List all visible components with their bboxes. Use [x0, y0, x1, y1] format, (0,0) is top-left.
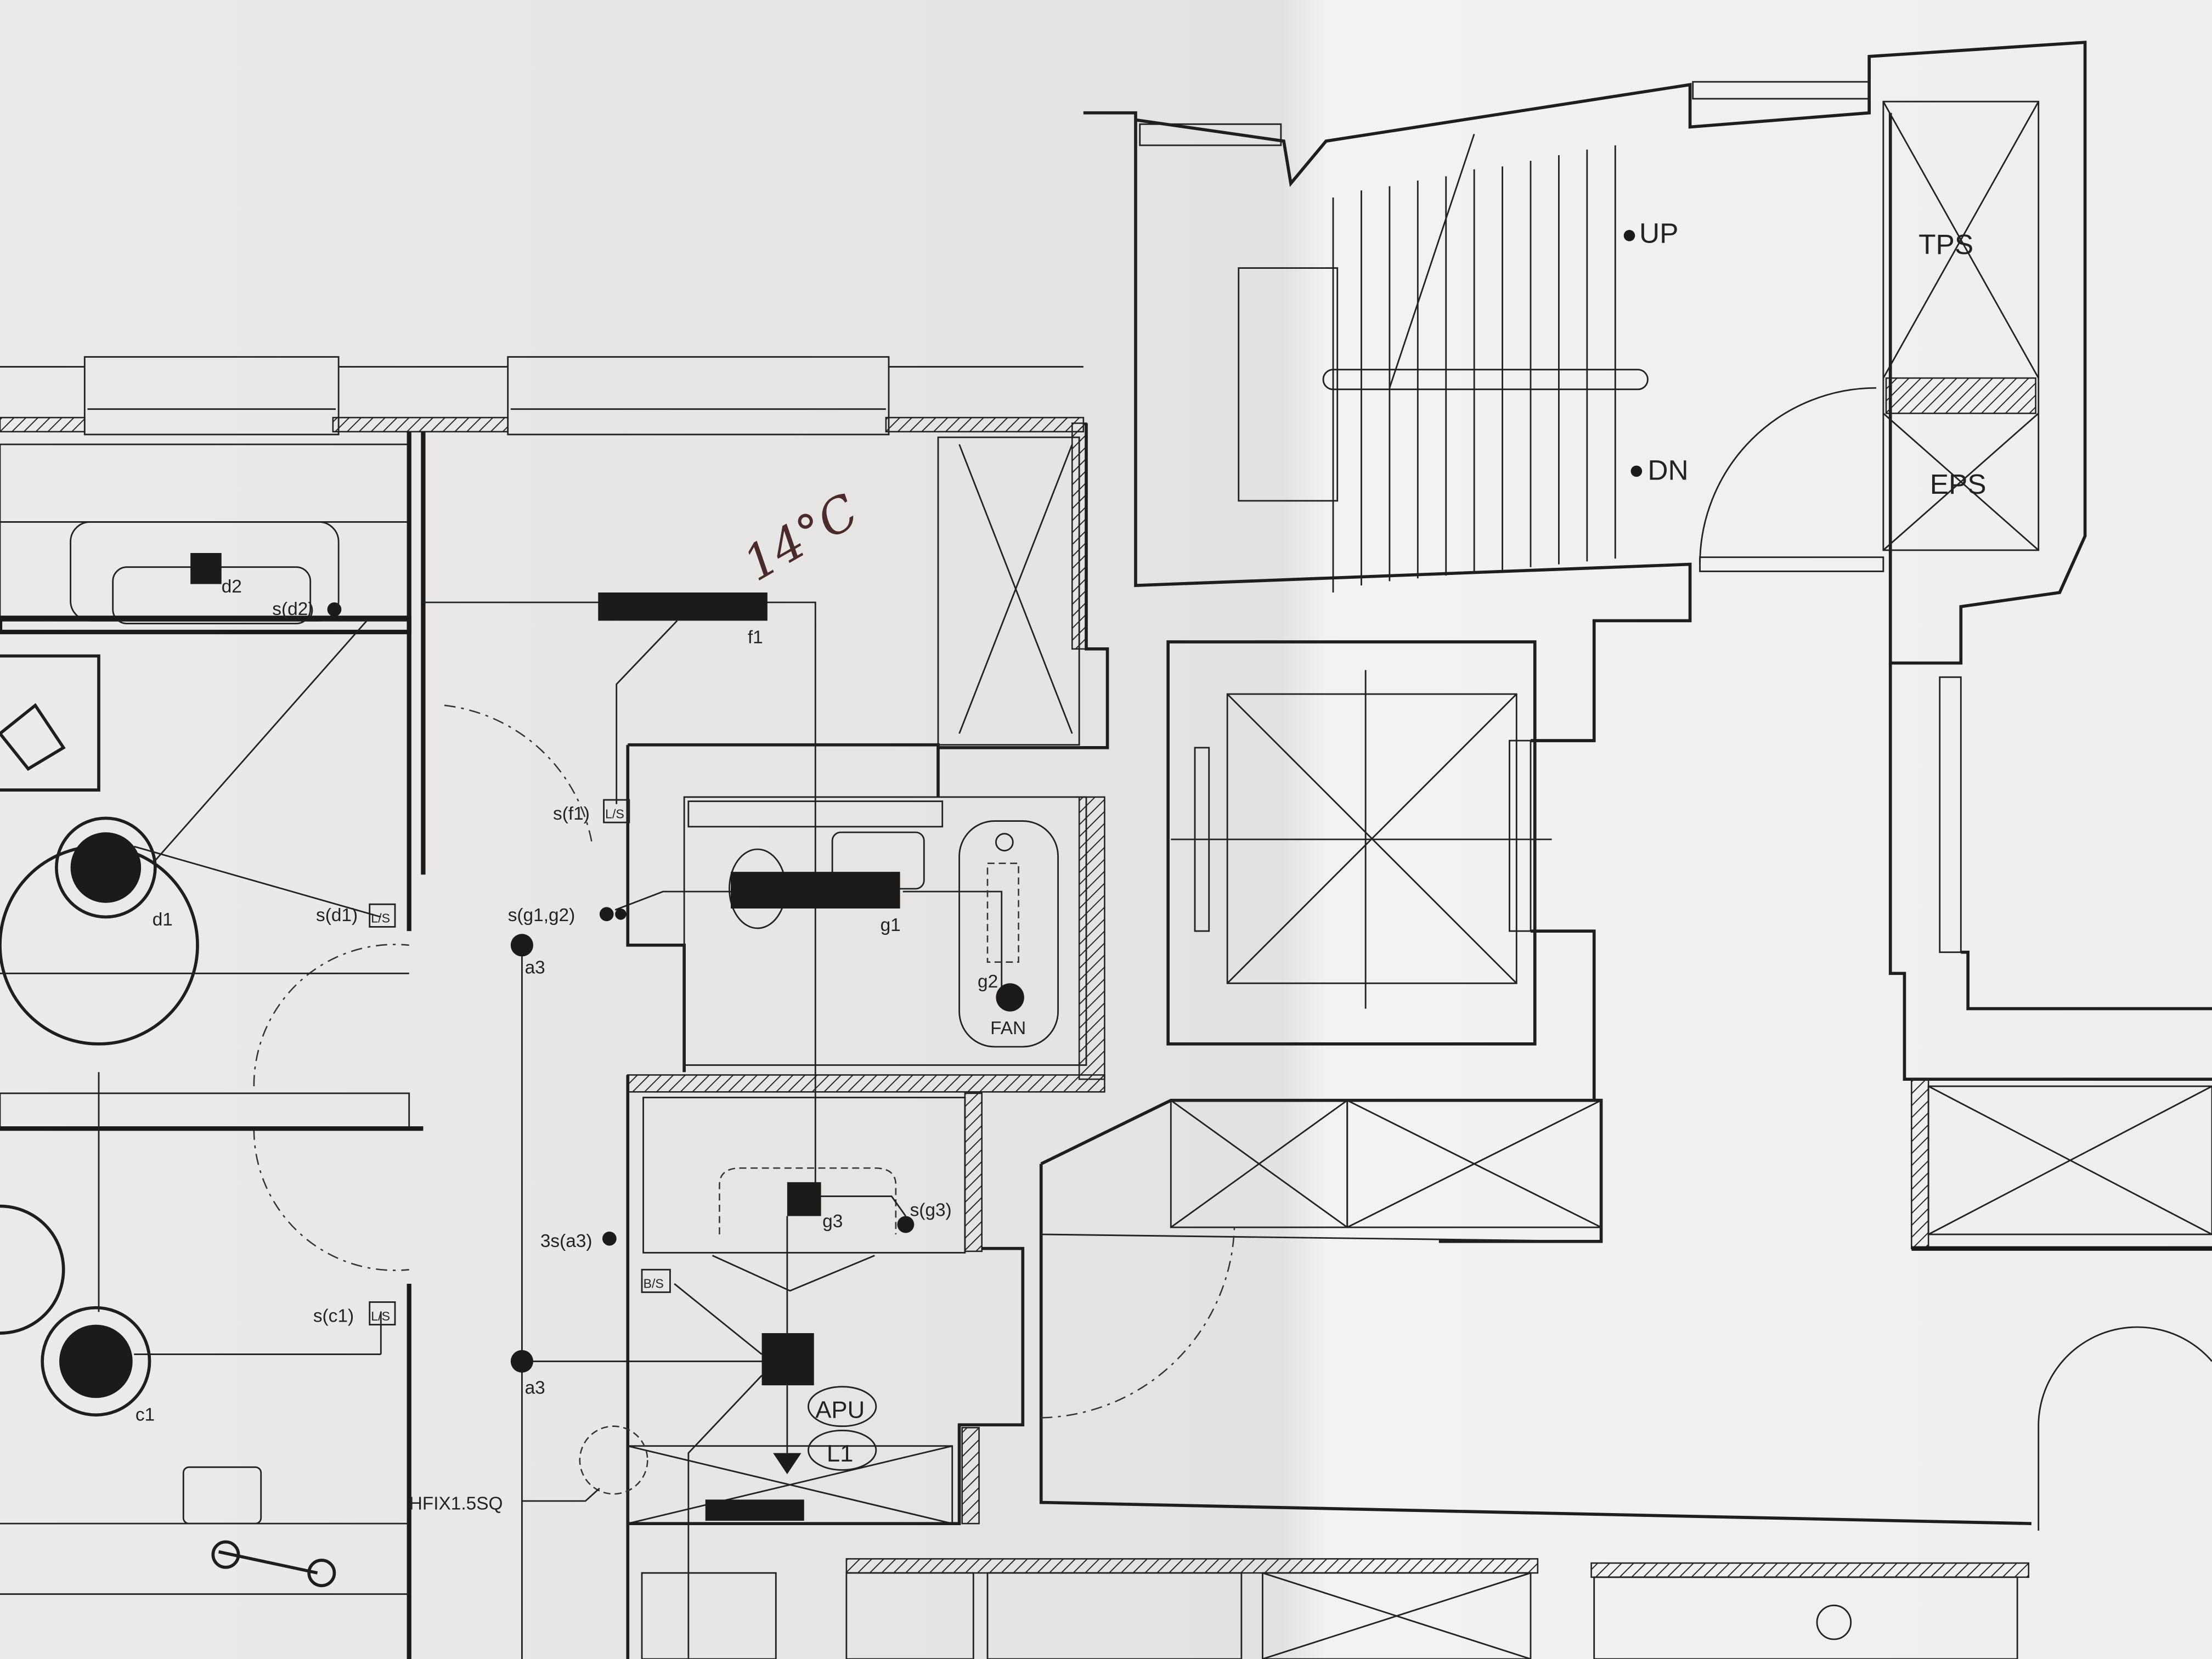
- fixture-c1: c1: [136, 1404, 155, 1425]
- ls-label-f1: L/S: [605, 806, 624, 821]
- stair-up-label: UP: [1639, 217, 1678, 249]
- l1-label: L1: [827, 1440, 854, 1467]
- apu-label: APU: [815, 1396, 865, 1423]
- wiring-left: [423, 601, 1003, 1659]
- switch-s-g3: s(g3): [910, 1200, 952, 1221]
- switch-3s-a3: 3s(a3): [540, 1231, 592, 1251]
- left-rooms: [0, 431, 594, 1659]
- bs-label: B/S: [644, 1277, 664, 1291]
- fixture-g2: g2: [978, 972, 998, 992]
- circuit-a3-top: a3: [525, 957, 545, 978]
- switch-s-d1: s(d1): [316, 905, 358, 926]
- switch-dots: [59, 553, 768, 1398]
- fixture-f1: f1: [748, 628, 763, 648]
- ls-label-d1: L/S: [371, 911, 390, 926]
- fan-label: FAN: [990, 1018, 1026, 1039]
- ls-box: [369, 1301, 396, 1325]
- bs-box: [641, 1268, 671, 1293]
- eps-shaft-label: EPS: [1930, 468, 1987, 500]
- fixture-g1: g1: [881, 915, 901, 935]
- ls-label-c1: L/S: [371, 1309, 390, 1323]
- ls-box: [603, 799, 630, 823]
- core-area: [641, 41, 2212, 1659]
- bathroom: [522, 743, 1105, 1659]
- circuit-a3-bottom: a3: [525, 1378, 545, 1398]
- tps-shaft-label: TPS: [1918, 228, 1973, 260]
- switch-s-d2: s(d2): [272, 599, 314, 619]
- stair-treads: [1322, 133, 1649, 592]
- switch-s-g1-g2: s(g1,g2): [508, 905, 575, 926]
- fixture-d1: d1: [153, 910, 173, 930]
- wire-spec-label: HFIX1.5SQ: [409, 1493, 503, 1514]
- fixture-g3: g3: [822, 1211, 843, 1232]
- stair-down-label: DN: [1647, 454, 1688, 486]
- switch-s-c1: s(c1): [313, 1306, 354, 1326]
- fixture-d2: d2: [222, 577, 242, 597]
- switch-s-f1: s(f1): [553, 804, 590, 824]
- ls-box: [369, 903, 396, 928]
